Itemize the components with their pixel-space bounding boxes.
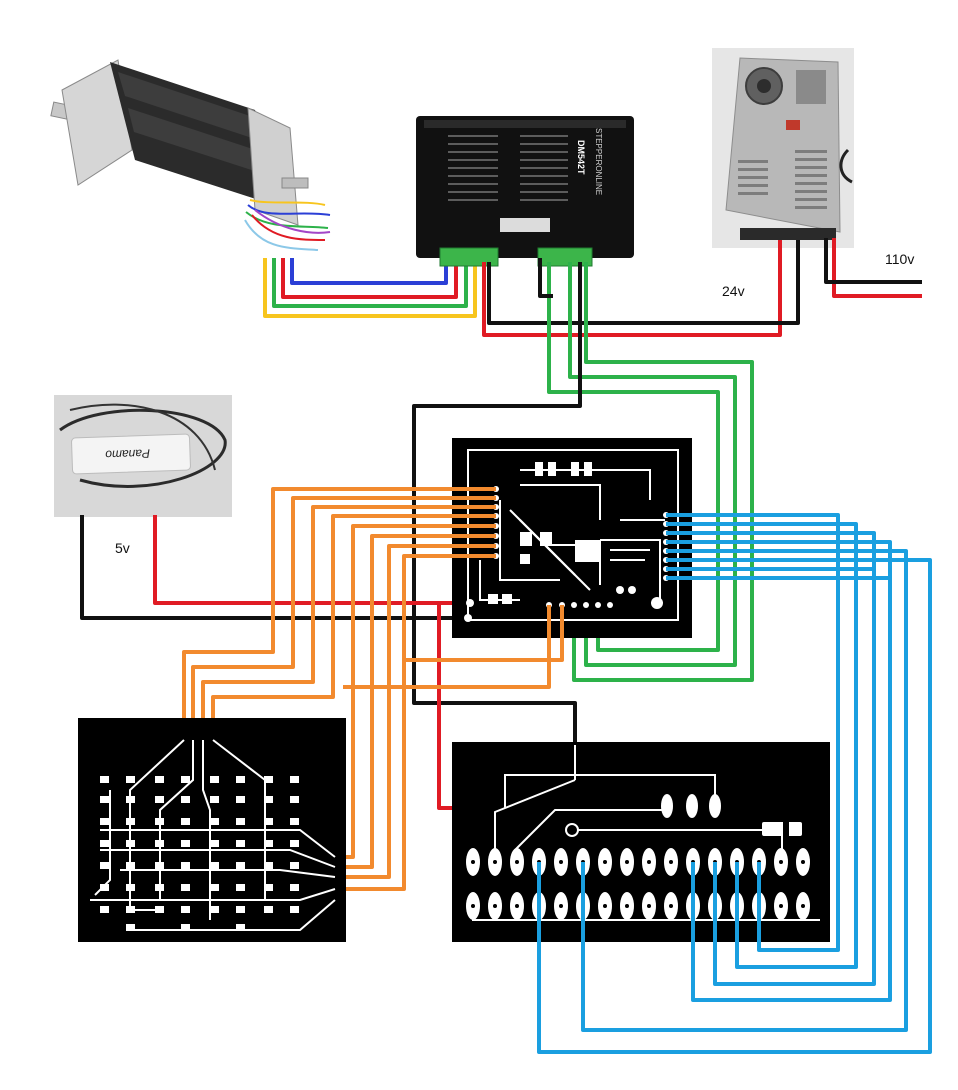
wire-blue [290,258,448,285]
driver-brand: STEPPERONLINE [594,128,603,195]
wire-yellow [263,258,477,318]
usb-adapter-brand: Panamo [105,446,150,462]
power-supply-icon [712,48,854,248]
driver-model: DM542T [576,140,586,175]
cyan-wires [537,513,932,1054]
motor-wires [263,258,477,318]
wire-24v-negative [487,240,800,325]
wire-110v-black [824,238,922,284]
power-wires [482,238,922,337]
label-110v: 110v [885,251,914,267]
wire-5v-red [153,515,470,605]
output-pcb [452,742,830,942]
wire-5v-black [80,515,468,620]
controller-pcb [452,438,692,638]
label-24v: 24v [722,283,745,299]
label-5v: 5v [115,540,130,556]
signal-wires-green [547,262,754,682]
keypad-matrix-pcb [78,718,346,942]
wire-24v-positive [482,240,782,337]
wire-red-motor [281,258,458,299]
orange-wires [182,487,564,891]
wire-110v-red [832,238,922,298]
wire-green-motor [272,258,468,308]
stepper-motor-icon [50,59,331,251]
stepper-driver-icon: STEPPERONLINE DM542T [416,116,634,267]
usb-power-adapter-icon: Panamo [54,395,232,517]
